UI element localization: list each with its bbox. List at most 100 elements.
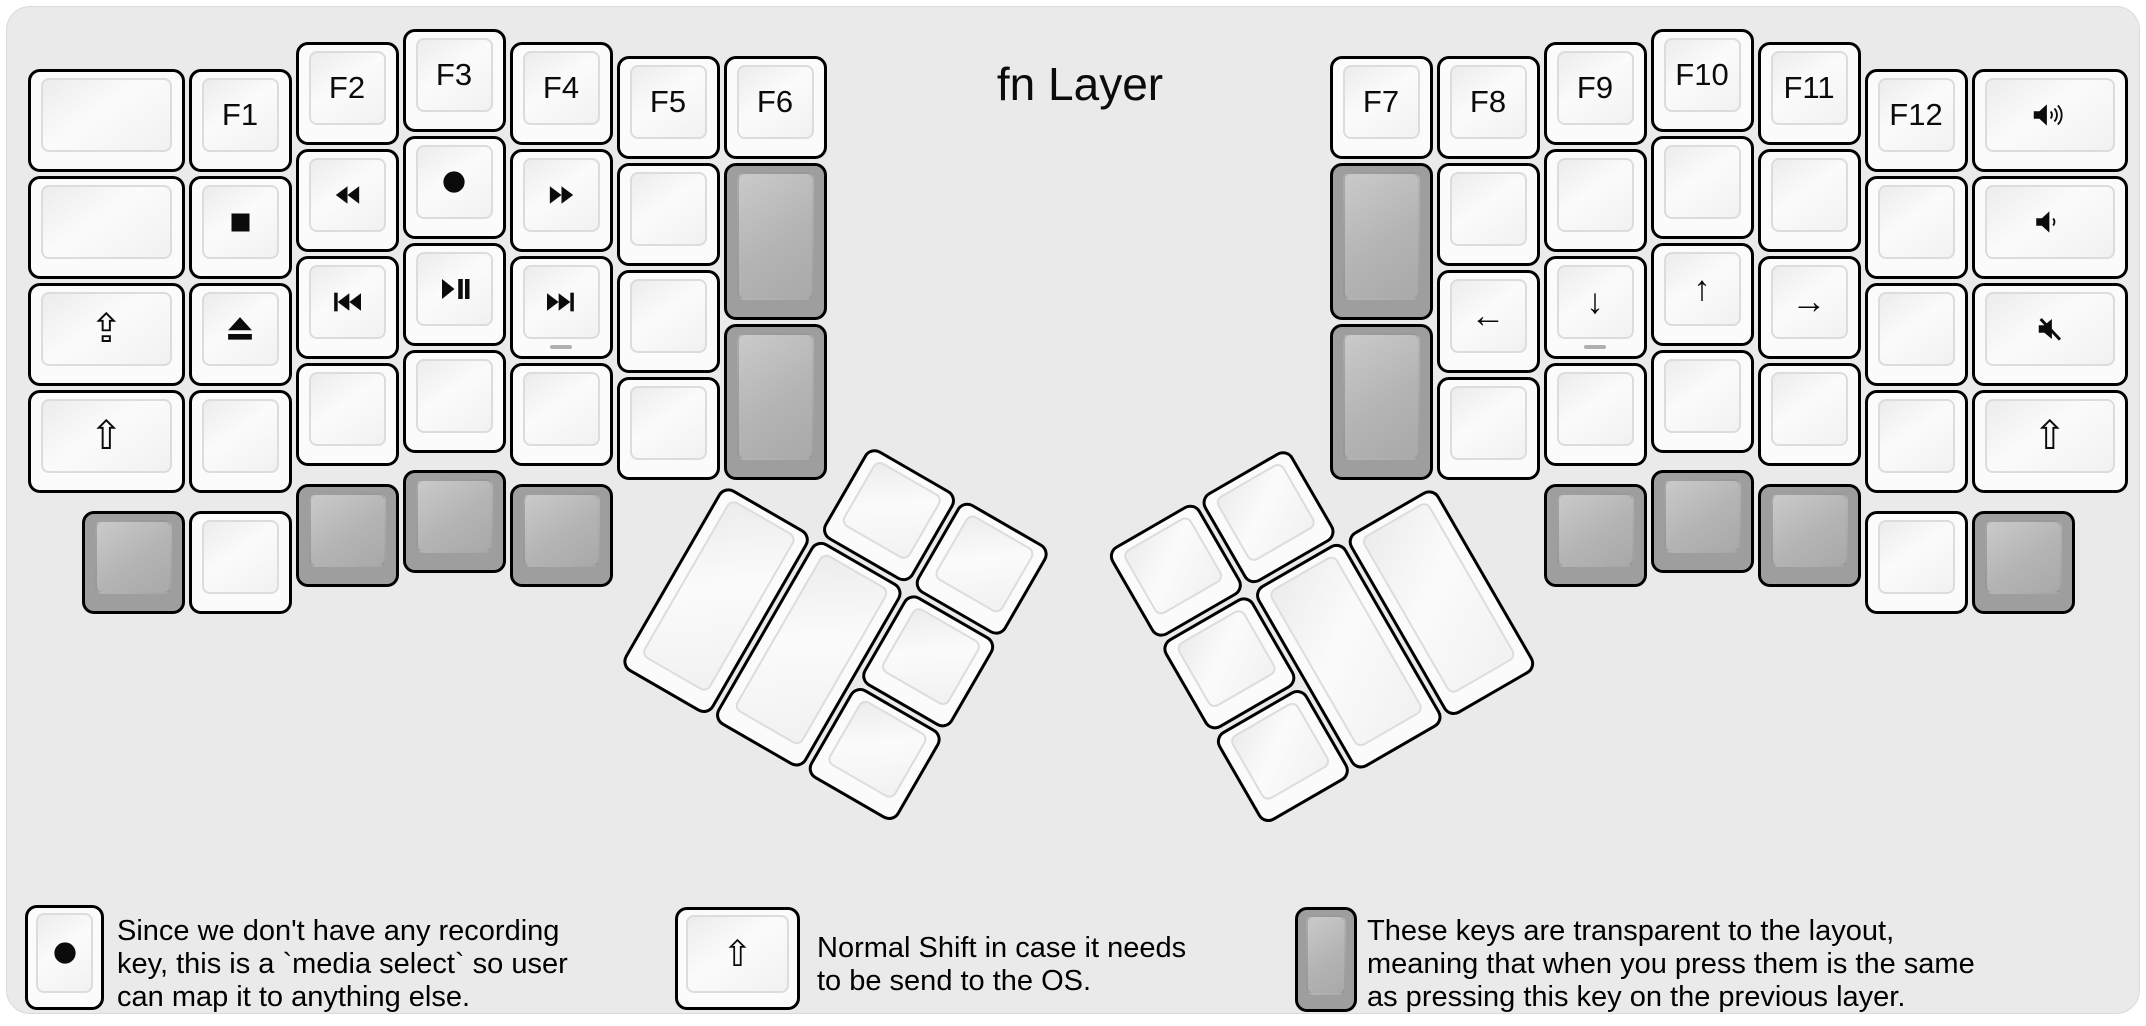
key-blank[interactable] xyxy=(28,69,185,172)
keytop: F1 xyxy=(201,78,279,152)
key-transparent[interactable] xyxy=(723,163,827,320)
key-transparent[interactable] xyxy=(1329,323,1433,480)
key-prev-track[interactable] xyxy=(295,256,399,359)
key-f11[interactable]: F11 xyxy=(1757,42,1861,145)
key-blank[interactable] xyxy=(616,163,720,266)
key-label: F1 xyxy=(221,97,259,132)
key-f8[interactable]: F8 xyxy=(1436,56,1540,159)
key-blank[interactable] xyxy=(1864,510,1968,614)
key-f12[interactable]: F12 xyxy=(1864,69,1968,172)
key-blank[interactable] xyxy=(1757,149,1861,252)
keytop: F12 xyxy=(1877,78,1955,152)
key-f5[interactable]: F5 xyxy=(616,56,720,159)
key-caps-lock[interactable]: ⇪ xyxy=(28,283,185,386)
key-blank[interactable] xyxy=(1864,283,1968,386)
keytop xyxy=(522,265,600,339)
key-blank[interactable] xyxy=(1543,149,1647,252)
key-f2[interactable]: F2 xyxy=(295,42,399,145)
key-blank[interactable] xyxy=(509,363,613,466)
keytop xyxy=(1556,372,1634,446)
key-blank[interactable] xyxy=(1436,377,1540,480)
keytop xyxy=(1306,915,1346,995)
keytop: ↓ xyxy=(1556,265,1634,339)
key-arrow-left[interactable]: ← xyxy=(1436,270,1540,373)
keytop xyxy=(1877,519,1955,594)
keytop xyxy=(41,78,172,152)
key-blank[interactable] xyxy=(1864,176,1968,279)
keytop: F2 xyxy=(308,51,386,125)
key-f6[interactable]: F6 xyxy=(723,56,827,159)
key-f3[interactable]: F3 xyxy=(402,29,506,132)
key-shift[interactable]: ⇧ xyxy=(1971,390,2128,493)
key-f9[interactable]: F9 xyxy=(1543,42,1647,145)
undefined-icon xyxy=(53,942,76,964)
key-label: F3 xyxy=(435,57,473,92)
key-blank[interactable] xyxy=(402,350,506,453)
key-label: F7 xyxy=(1362,84,1400,119)
key-transparent[interactable] xyxy=(1650,470,1754,574)
key-stop[interactable] xyxy=(188,176,292,279)
legend-text-transparent: These keys are transparent to the layout… xyxy=(1367,915,1975,1013)
keytop xyxy=(1663,359,1741,433)
key-transparent[interactable] xyxy=(1971,510,2075,614)
key-arrow-down[interactable]: ↓ xyxy=(1543,256,1647,359)
key-transparent[interactable] xyxy=(509,483,613,587)
key-transparent[interactable] xyxy=(723,323,827,480)
keytop xyxy=(1556,158,1634,232)
keytop xyxy=(522,492,600,567)
keytop: F3 xyxy=(415,38,493,112)
key-record[interactable] xyxy=(402,136,506,239)
key-transparent[interactable] xyxy=(81,510,185,614)
key-transparent[interactable] xyxy=(295,483,399,587)
volume-up-icon xyxy=(2033,104,2063,126)
key-blank[interactable] xyxy=(1543,363,1647,466)
key-next-track[interactable] xyxy=(509,256,613,359)
keytop xyxy=(1663,479,1741,554)
key-transparent[interactable] xyxy=(1757,483,1861,587)
key-transparent[interactable] xyxy=(1329,163,1433,320)
key-blank[interactable] xyxy=(1757,363,1861,466)
keytop xyxy=(1877,399,1955,473)
play-pause-icon xyxy=(441,279,469,299)
keytop xyxy=(1984,292,2115,366)
key-blank[interactable] xyxy=(616,377,720,480)
key-volume-down[interactable] xyxy=(1971,176,2128,279)
key-arrow-up[interactable]: ↑ xyxy=(1650,243,1754,346)
key-mute[interactable] xyxy=(1971,283,2128,386)
keytop xyxy=(736,172,814,300)
key-f1[interactable]: F1 xyxy=(188,69,292,172)
key-blank[interactable] xyxy=(616,270,720,373)
key-f10[interactable]: F10 xyxy=(1650,29,1754,132)
key-arrow-right[interactable]: → xyxy=(1757,256,1861,359)
key-volume-up[interactable] xyxy=(1971,69,2128,172)
keytop xyxy=(1877,185,1955,259)
key-eject[interactable] xyxy=(188,283,292,386)
record-icon xyxy=(443,171,465,193)
keytop xyxy=(1984,78,2115,152)
key-blank[interactable] xyxy=(1864,390,1968,493)
key-blank[interactable] xyxy=(295,363,399,466)
key-f4[interactable]: F4 xyxy=(509,42,613,145)
key-rewind[interactable] xyxy=(295,149,399,252)
keytop xyxy=(825,697,929,801)
keytop xyxy=(415,359,493,433)
key-transparent[interactable] xyxy=(1543,483,1647,587)
key-play-pause[interactable] xyxy=(402,243,506,346)
key-blank[interactable] xyxy=(188,390,292,493)
key-blank[interactable] xyxy=(1650,350,1754,453)
legend-text-record: Since we don't have any recording key, t… xyxy=(117,915,568,1013)
keytop xyxy=(1449,386,1527,460)
key-f7[interactable]: F7 xyxy=(1329,56,1433,159)
keytop: F5 xyxy=(629,65,707,139)
key-blank[interactable] xyxy=(188,510,292,614)
keytop xyxy=(415,252,493,326)
key-blank[interactable] xyxy=(1650,136,1754,239)
key-shift[interactable]: ⇧ xyxy=(28,390,185,493)
key-blank[interactable] xyxy=(28,176,185,279)
eject-icon xyxy=(228,317,252,340)
key-blank[interactable] xyxy=(1436,163,1540,266)
key-fast-forward[interactable] xyxy=(509,149,613,252)
key-label: F4 xyxy=(542,70,580,105)
key-transparent[interactable] xyxy=(402,470,506,574)
keytop xyxy=(201,185,279,259)
